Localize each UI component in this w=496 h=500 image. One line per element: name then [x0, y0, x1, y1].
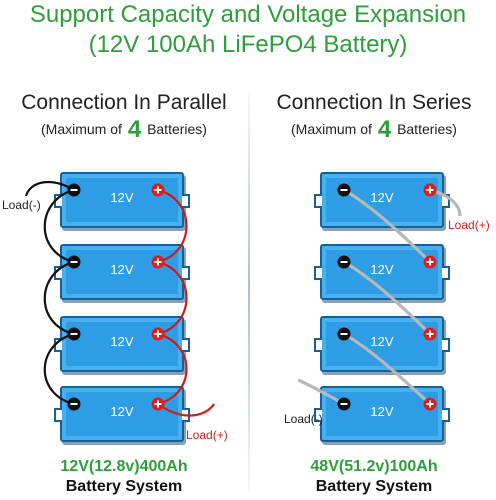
negative-terminal [337, 397, 351, 411]
battery-notch [314, 338, 322, 352]
battery-notch [314, 408, 322, 422]
parallel-neg-wire-3-4 [43, 332, 75, 406]
parallel-pos-wire-2-3 [157, 260, 188, 336]
series-wire-3-4 [343, 332, 432, 406]
battery-voltage-label: 12V [370, 262, 394, 277]
parallel-battery-1: 12V [54, 172, 190, 228]
battery-voltage-label: 12V [370, 404, 394, 419]
positive-terminal [151, 327, 165, 341]
parallel-battery-3: 12V [54, 316, 190, 372]
parallel-pos-wire-3-4 [157, 332, 188, 406]
positive-terminal [151, 397, 165, 411]
series-subtitle-post: Batteries) [397, 121, 457, 137]
series-battery-4: 12V [314, 386, 450, 442]
parallel-neg-wire-1-2 [43, 188, 75, 264]
parallel-neg-load-wire [24, 180, 75, 197]
negative-terminal [337, 255, 351, 269]
parallel-subtitle-post: Batteries) [147, 121, 207, 137]
series-wire-1-2 [343, 188, 432, 264]
series-neg-load-wire [297, 378, 345, 406]
battery-notch [314, 194, 322, 208]
series-system-label: Battery System [315, 478, 433, 495]
negative-terminal [337, 327, 351, 341]
battery-voltage-label: 12V [370, 190, 394, 205]
series-load-negative-label: Load(-) [284, 412, 323, 426]
parallel-pos-wire-1-2 [157, 188, 188, 264]
battery-notch [314, 266, 322, 280]
parallel-terminals [67, 183, 165, 411]
series-max-count: 4 [377, 116, 392, 143]
parallel-battery-4: 12V [54, 386, 190, 442]
positive-terminal [423, 327, 437, 341]
positive-terminal [423, 183, 437, 197]
parallel-capacity: 12V(12.8v)400Ah [60, 458, 188, 475]
battery-voltage-label: 12V [110, 190, 134, 205]
battery-notch [182, 338, 190, 352]
panel-divider [248, 92, 250, 492]
series-wires [297, 188, 462, 406]
parallel-pos-load-wire [157, 403, 215, 417]
negative-terminal [67, 327, 81, 341]
negative-terminal [337, 183, 351, 197]
main-subtitle: (12V 100Ah LiFePO4 Battery) [88, 31, 408, 58]
battery-notch [442, 338, 450, 352]
negative-terminal [67, 183, 81, 197]
battery-voltage-label: 12V [110, 404, 134, 419]
battery-notch [442, 266, 450, 280]
main-title: Support Capacity and Voltage Expansion [29, 1, 467, 28]
series-subtitle: (Maximum of 4 Batteries) [252, 116, 496, 143]
series-subtitle-pre: (Maximum of [291, 121, 372, 137]
positive-terminal [423, 255, 437, 269]
series-load-positive-label: Load(+) [448, 218, 490, 232]
positive-terminal [151, 183, 165, 197]
positive-terminal [151, 255, 165, 269]
parallel-max-count: 4 [127, 116, 142, 143]
parallel-neg-wire-2-3 [43, 260, 75, 336]
parallel-subtitle: (Maximum of 4 Batteries) [0, 116, 248, 143]
parallel-subtitle-pre: (Maximum of [41, 121, 122, 137]
parallel-battery-2: 12V [54, 244, 190, 300]
parallel-load-positive-label: Load(+) [186, 428, 228, 442]
negative-terminal [67, 255, 81, 269]
parallel-positive-wires [157, 188, 215, 417]
parallel-negative-wires [24, 180, 75, 406]
series-terminals [337, 183, 437, 411]
battery-voltage-label: 12V [370, 334, 394, 349]
battery-voltage-label: 12V [110, 262, 134, 277]
battery-notch [182, 194, 190, 208]
parallel-title: Connection In Parallel [21, 91, 227, 114]
series-capacity: 48V(51.2v)100Ah [310, 458, 438, 475]
battery-notch [54, 408, 62, 422]
series-wire-2-3 [343, 260, 432, 336]
parallel-load-negative-label: Load(-) [2, 198, 41, 212]
positive-terminal [423, 397, 437, 411]
negative-terminal [67, 397, 81, 411]
battery-notch [182, 266, 190, 280]
battery-voltage-label: 12V [110, 334, 134, 349]
series-title: Connection In Series [276, 91, 472, 114]
parallel-system-label: Battery System [65, 478, 183, 495]
battery-notch [442, 408, 450, 422]
